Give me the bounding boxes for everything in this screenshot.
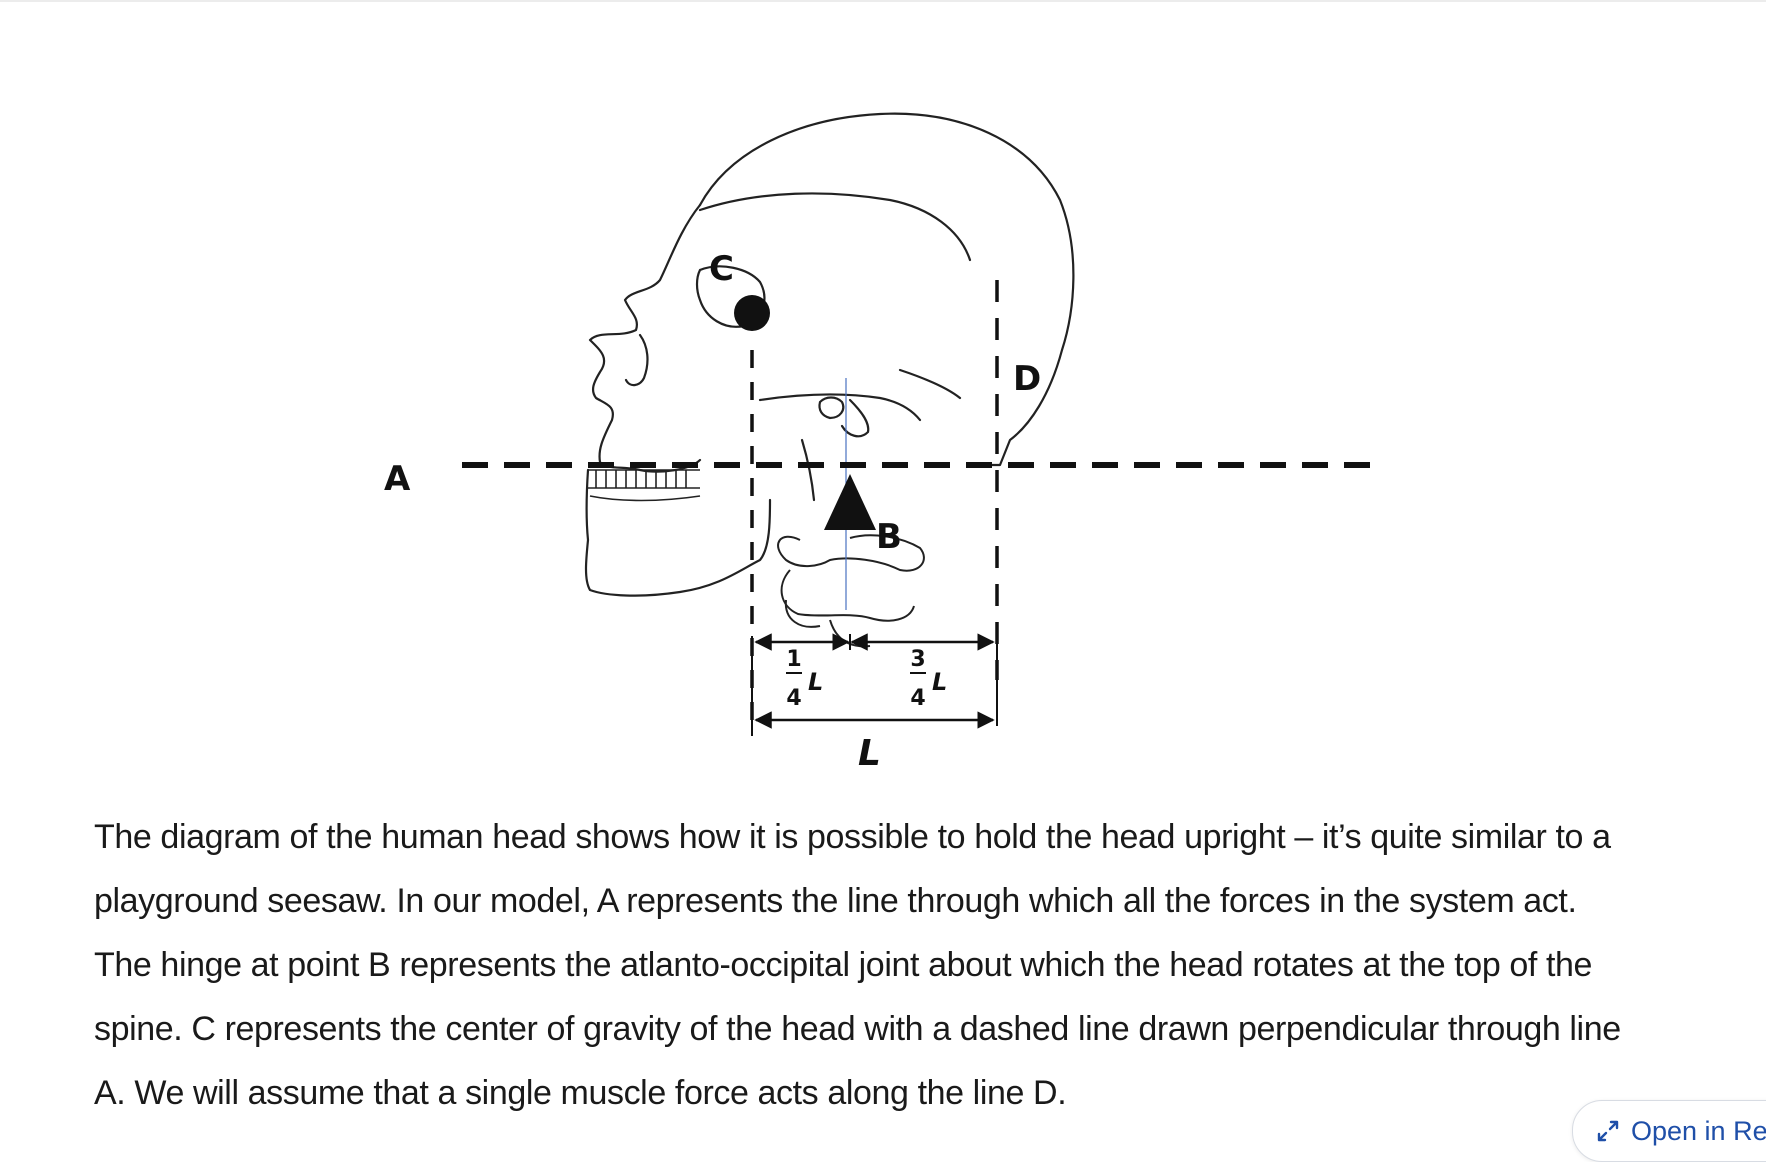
label-d: D [1013,359,1041,399]
diagram-caption: The diagram of the human head shows how … [94,805,1714,1125]
occipital-lower [898,368,962,400]
skull-jaw-outline [584,468,772,597]
expand-arrows-icon [1593,1116,1623,1146]
skull-face-outline [588,203,702,473]
quarter-fraction-denominator: 4 [786,686,801,711]
top-divider [0,0,1766,2]
caption-line: The diagram of the human head shows how … [94,818,1611,856]
ear-opening [818,396,845,420]
open-in-reader-button[interactable]: Open in Reader [1572,1100,1766,1162]
label-c: C [709,249,734,289]
three-quarter-fraction-denominator: 4 [910,686,925,711]
skull-cranium-outline [698,112,1075,467]
temporal-line [698,192,972,262]
cervical-vertebrae [777,534,925,648]
caption-line: spine. C represents the center of gravit… [94,1010,1621,1048]
label-b: B [876,517,902,557]
fulcrum-triangle [824,474,876,530]
three-quarter-fraction-variable: L [932,668,947,696]
nasal-opening [624,333,649,387]
caption-line: playground seesaw. In our model, A repre… [94,882,1577,920]
quarter-fraction-variable: L [808,668,823,696]
center-of-gravity-point [734,295,770,331]
zygomatic-arch [758,393,922,422]
caption-line: A. We will assume that a single muscle f… [94,1074,1067,1112]
full-length-label: L [858,733,881,774]
teeth [588,469,701,502]
caption-line: The hinge at point B represents the atla… [94,946,1593,984]
styloid [800,438,816,502]
mastoid [840,398,870,438]
skull-lever-diagram: A C D B 1 4 L 3 4 L L [384,112,1385,774]
three-quarter-fraction-numerator: 3 [910,647,925,672]
label-a: A [384,459,411,499]
open-in-reader-label: Open in Reader [1631,1115,1766,1146]
quarter-fraction-numerator: 1 [786,647,801,672]
